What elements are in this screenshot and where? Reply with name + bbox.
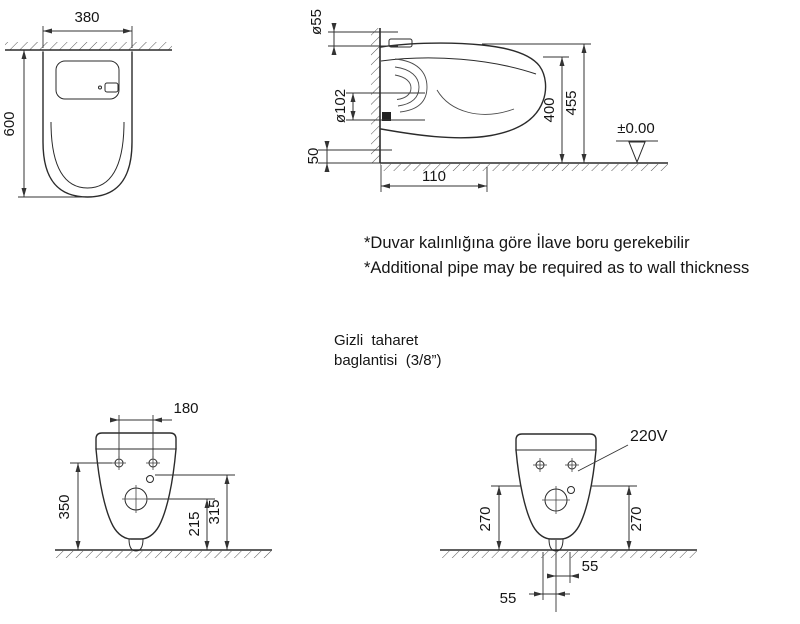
floor-hatch (380, 164, 668, 171)
dim-215: 215 (186, 511, 203, 536)
front-view: 180 350 215 315 (55, 400, 272, 558)
floor-level-marker: ±0.00 (616, 120, 658, 164)
tank-outline (95, 432, 177, 450)
notes: *Duvar kalınlığına göre İlave boru gerek… (364, 233, 749, 277)
dim-315: 315 (206, 499, 223, 524)
mounting-holes (533, 458, 579, 472)
dimension-height-400: 400 (541, 56, 569, 163)
bowl-outline (95, 448, 177, 540)
bowl-rim (50, 121, 125, 189)
dimension-inlet-height-315: 315 (155, 474, 235, 550)
control-button (104, 82, 119, 93)
drain-opening (542, 486, 570, 514)
dim-d55: ø55 (308, 9, 325, 35)
dimension-bolt-height-350: 350 (56, 462, 112, 550)
floor-hatch (55, 551, 272, 558)
dim-180: 180 (173, 400, 198, 417)
sensor-dot (98, 85, 102, 90)
dim-270-right: 270 (628, 506, 645, 531)
dimension-outlet-height-50: 50 (305, 141, 392, 172)
dimension-drain-height-215: 215 (148, 498, 215, 550)
connection-note-line1: Gizli taharet (334, 332, 419, 349)
dimension-height-455: 455 (482, 43, 591, 163)
dimension-left-270: 270 (477, 485, 521, 550)
lid-seam (55, 60, 120, 100)
dim-350: 350 (56, 494, 73, 519)
floor-level-label: ±0.00 (617, 120, 654, 137)
dim-50: 50 (305, 148, 322, 165)
dim-55-right: 55 (582, 558, 599, 575)
note-turkish: *Duvar kalınlığına göre İlave boru gerek… (364, 233, 690, 252)
dimension-offset-right-55: 55 (547, 552, 598, 583)
top-control-panel (388, 38, 413, 48)
dim-110: 110 (422, 168, 446, 185)
dim-380: 380 (74, 9, 99, 26)
mounting-holes (112, 456, 160, 470)
dim-270-left: 270 (477, 506, 494, 531)
internal-piping (394, 58, 515, 115)
dimension-bolt-spacing-180: 180 (110, 400, 199, 458)
toilet-outline-plan (42, 51, 133, 198)
dim-400: 400 (541, 97, 558, 122)
toilet-outline-side (380, 42, 547, 139)
wall-hatch (5, 42, 172, 50)
water-inlet (146, 475, 154, 483)
connection-note-line2: baglantisi (3/8”) (334, 352, 442, 369)
dim-55-bottom: 55 (500, 590, 517, 607)
dim-600: 600 (1, 111, 18, 136)
dimension-inlet-d55: ø55 (308, 9, 398, 55)
floor-hatch (440, 551, 697, 558)
dimension-depth-600: 600 (1, 50, 85, 198)
dimension-offset-bottom-55: 55 (500, 552, 570, 607)
note-english: *Additional pipe may be required as to w… (364, 259, 749, 277)
voltage-callout: 220V (577, 428, 668, 472)
dimension-offset-110: 110 (380, 165, 488, 192)
dim-455: 455 (563, 90, 580, 115)
dimension-outlet-d102: ø102 (332, 89, 425, 123)
voltage-label: 220V (630, 428, 668, 445)
mounting-bracket (382, 112, 391, 121)
drain-opening (122, 485, 150, 513)
bowl-outline (515, 449, 597, 540)
connection-note: Gizli taharet baglantisi (3/8”) (334, 332, 442, 369)
electrical-view: 220V 270 270 55 55 (440, 428, 697, 612)
dim-d102: ø102 (332, 89, 349, 123)
top-view: 380 600 (1, 9, 172, 198)
level-triangle-icon (628, 141, 646, 164)
supply-connection (567, 486, 575, 494)
voltage-leader-line (577, 444, 629, 472)
side-view: ø55 ø102 50 400 455 (305, 9, 668, 192)
tank-outline (515, 433, 597, 451)
wall-hatch (371, 28, 380, 163)
dimension-right-270: 270 (591, 485, 645, 550)
dimension-width-380: 380 (42, 9, 133, 48)
